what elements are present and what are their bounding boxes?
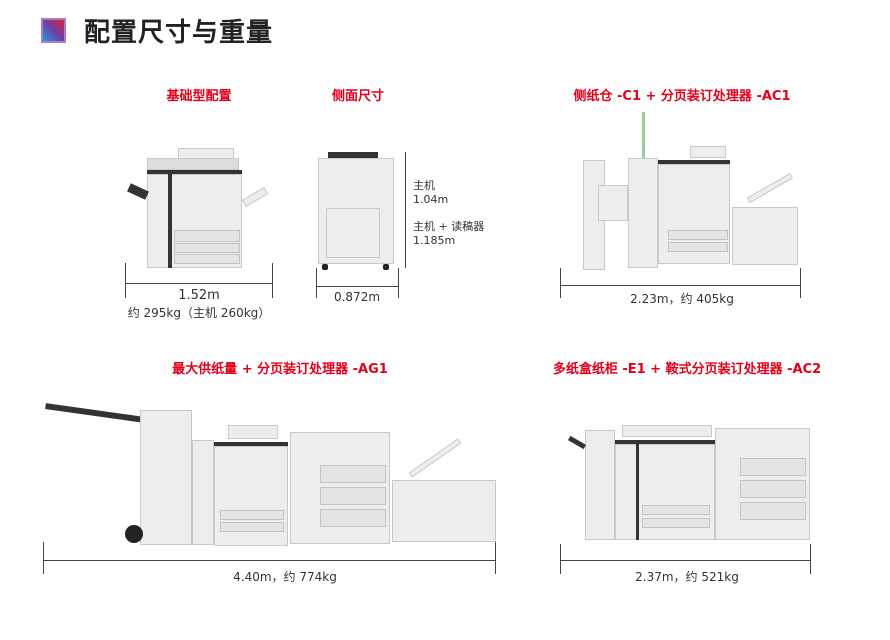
dimension-tick — [125, 263, 126, 298]
dimension-line — [125, 283, 273, 284]
depth-side: 0.872m — [333, 290, 381, 304]
dims-ac1: 2.23m，约 405kg — [630, 292, 734, 306]
dimension-tick — [495, 542, 496, 574]
dimension-line — [316, 286, 398, 287]
dimension-line — [43, 560, 495, 561]
dimension-tick — [272, 263, 273, 298]
dims-ag1: 4.40m，约 774kg — [233, 570, 337, 584]
dimension-line — [560, 285, 800, 286]
gradient-square-icon — [41, 18, 66, 43]
weight-basic: 约 295kg（主机 260kg） — [127, 306, 271, 320]
dimension-tick — [560, 544, 561, 574]
dimension-line — [405, 152, 406, 268]
caption-side: 侧面尺寸 — [331, 89, 385, 104]
dimension-tick — [398, 268, 399, 298]
dimension-line — [560, 560, 810, 561]
dimension-tick — [316, 268, 317, 298]
page-title: 配置尺寸与重量 — [84, 18, 274, 48]
dimension-tick — [800, 268, 801, 298]
caption-basic: 基础型配置 — [166, 89, 232, 104]
dims-ac2: 2.37m，约 521kg — [635, 570, 739, 584]
caption-ag1: 最大供纸量 + 分页装订处理器 -AG1 — [172, 362, 388, 377]
dimension-tick — [810, 544, 811, 574]
caption-ac1: 侧纸仓 -C1 + 分页装订处理器 -AC1 — [573, 89, 791, 104]
caption-ac2: 多纸盒纸柜 -E1 + 鞍式分页装订处理器 -AC2 — [552, 362, 822, 377]
dimension-tick — [43, 542, 44, 574]
width-basic: 1.52m — [178, 288, 220, 303]
dimension-tick — [560, 268, 561, 298]
